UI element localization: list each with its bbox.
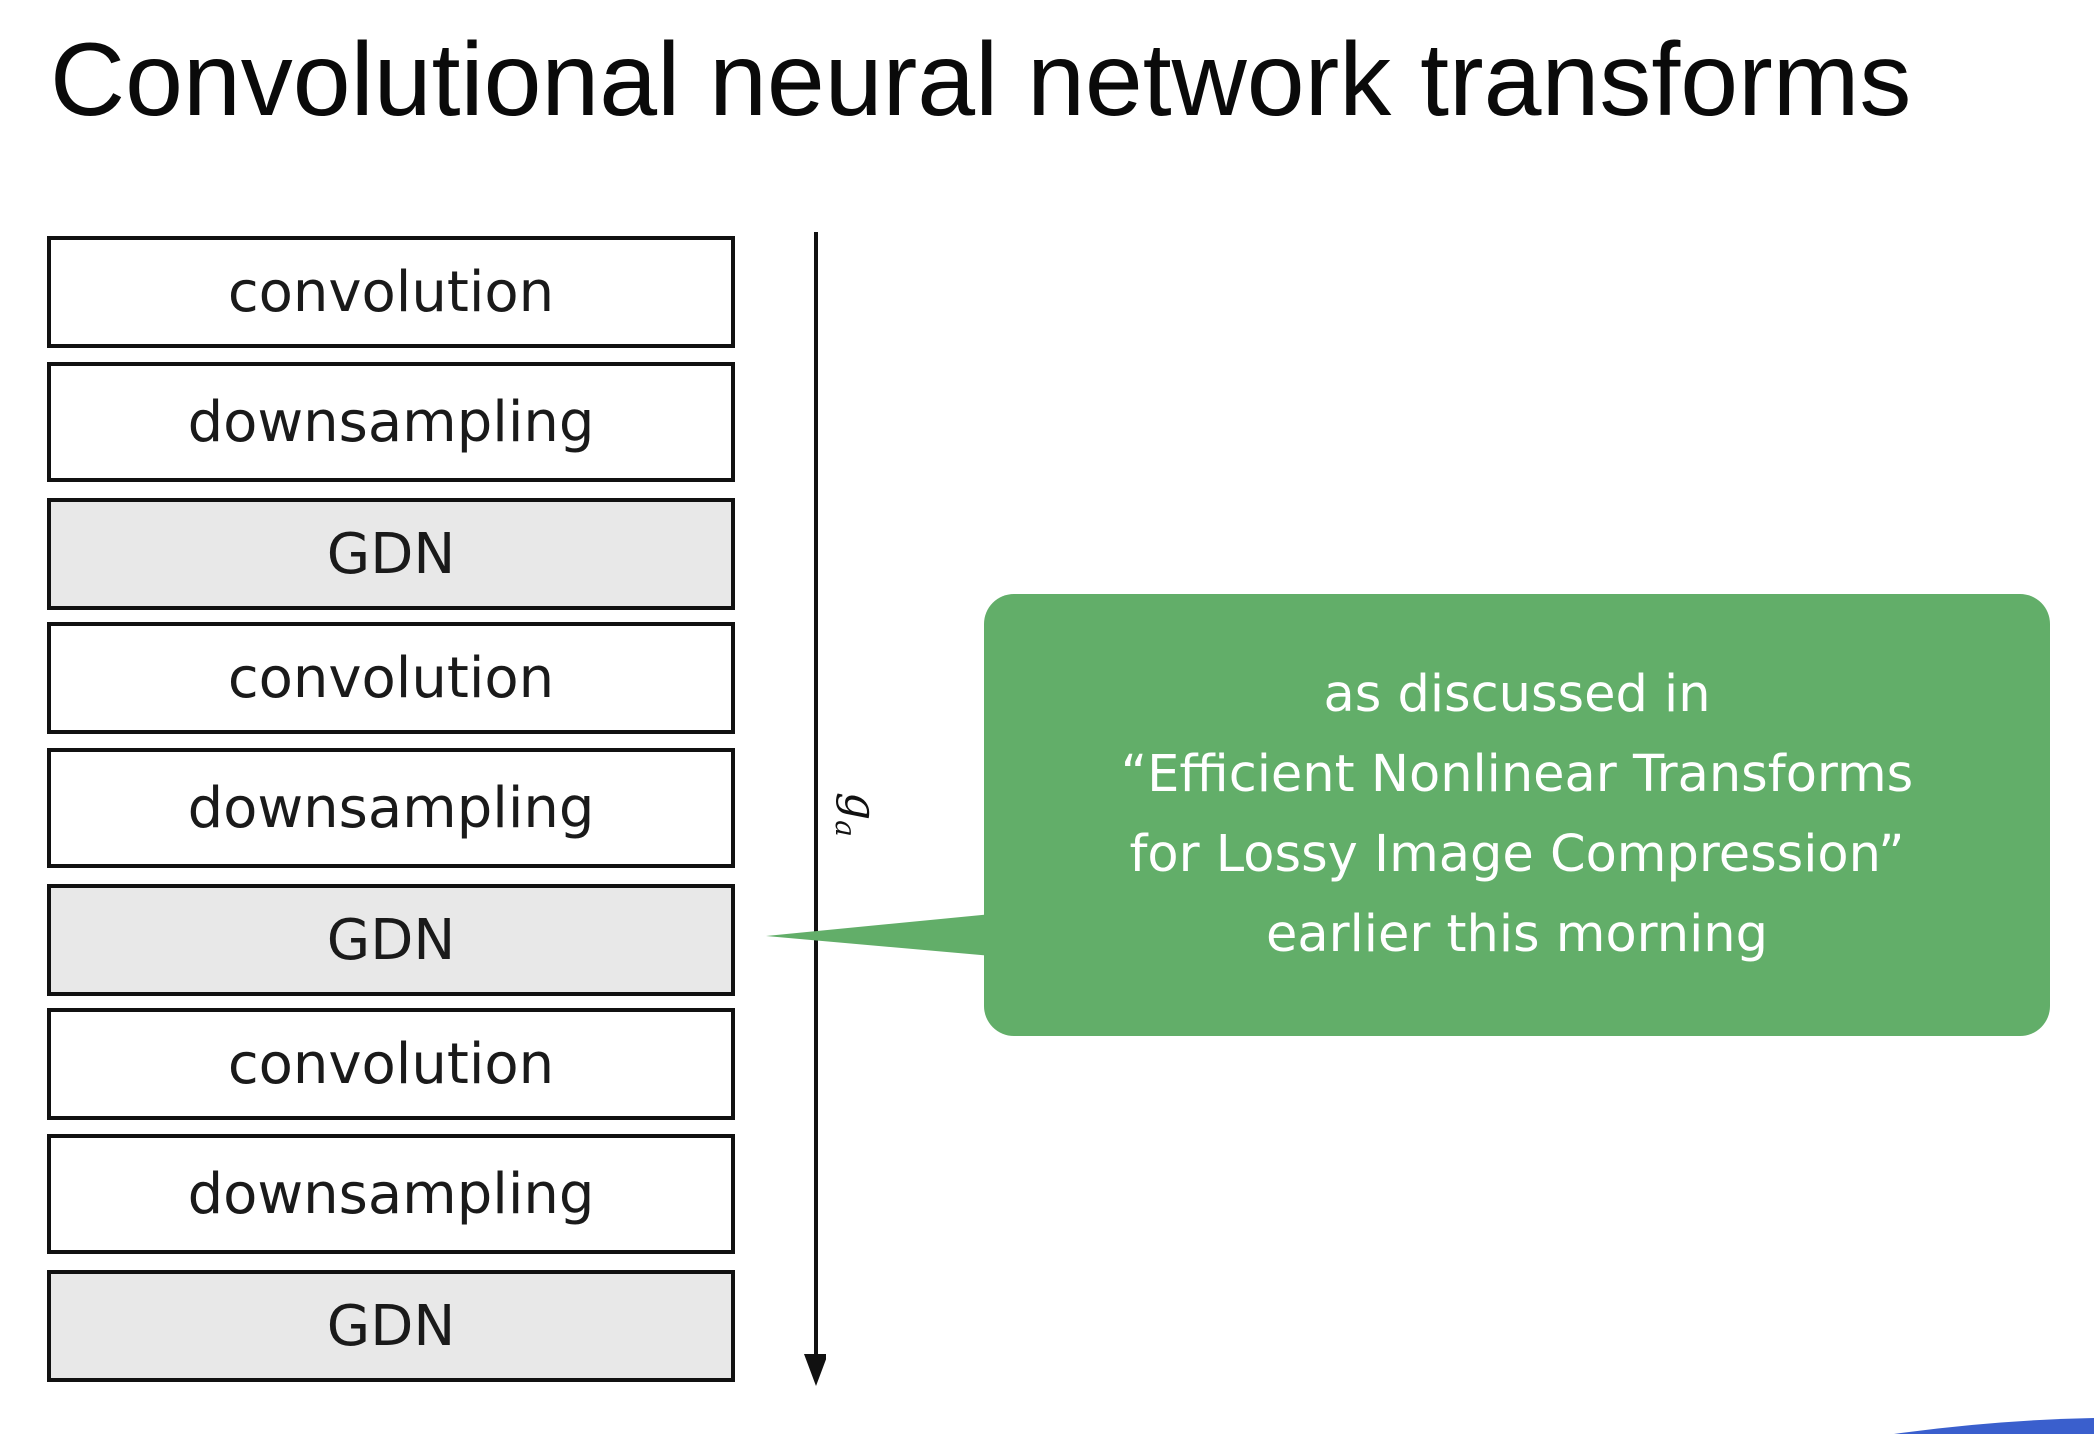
flow-arrow-head — [804, 1354, 826, 1386]
layer-box-convolution: convolution — [47, 622, 735, 734]
callout-line: earlier this morning — [1266, 905, 1768, 964]
layer-box-downsampling: downsampling — [47, 1134, 735, 1254]
callout-line: for Lossy Image Compression” — [1129, 825, 1905, 884]
slide-title: Convolutional neural network transforms — [50, 22, 1912, 138]
transform-symbol: g — [835, 792, 886, 821]
layer-box-gdn: GDN — [47, 498, 735, 610]
callout-line: as discussed in — [1323, 665, 1711, 724]
layer-box-convolution: convolution — [47, 236, 735, 348]
layer-box-downsampling: downsampling — [47, 362, 735, 482]
transform-subscript: a — [829, 820, 863, 837]
layer-box-convolution: convolution — [47, 1008, 735, 1120]
callout-line: “Efficient Nonlinear Transforms — [1120, 745, 1914, 804]
flow-arrow — [804, 232, 826, 1386]
corner-accent — [1894, 1418, 2094, 1434]
callout-bubble: as discussed in “Efficient Nonlinear Tra… — [984, 594, 2050, 1036]
transform-label: ga — [822, 792, 886, 837]
layer-box-gdn: GDN — [47, 884, 735, 996]
layer-box-gdn: GDN — [47, 1270, 735, 1382]
callout-pointer — [766, 914, 992, 956]
layer-box-downsampling: downsampling — [47, 748, 735, 868]
